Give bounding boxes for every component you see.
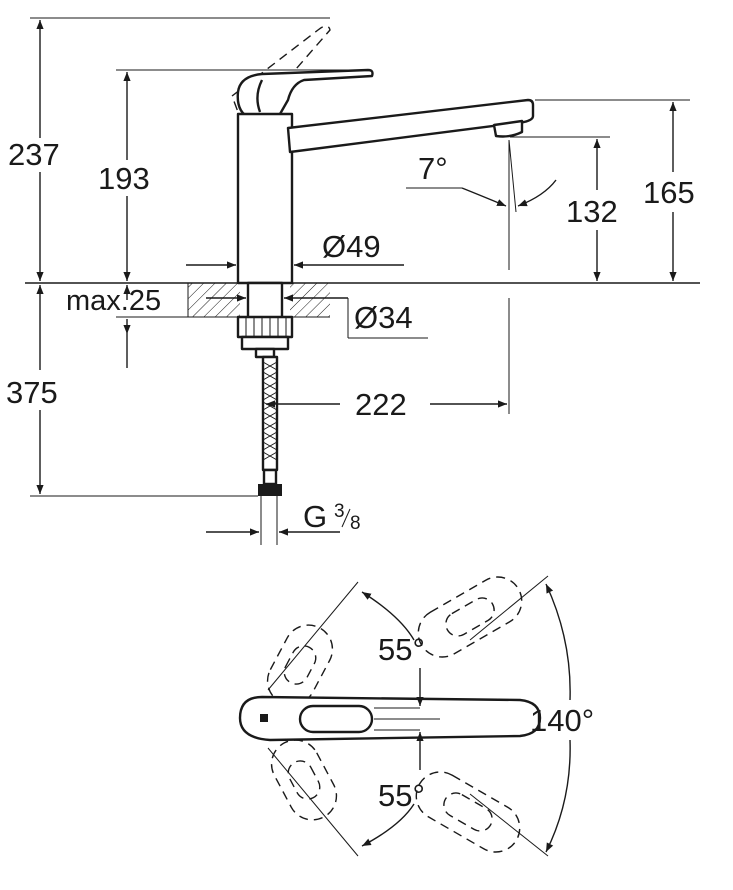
dim-lever-total-angle: 140° xyxy=(530,703,594,738)
dimension-total-height: 237 xyxy=(8,17,330,281)
dimension-lever-angle-lower: 55° xyxy=(361,744,425,847)
mounting-shank xyxy=(236,281,294,359)
dim-spout-angle: 7° xyxy=(418,151,448,186)
countertop-section xyxy=(187,283,330,318)
dimension-mounting-diameter: Ø34 xyxy=(206,294,428,339)
hose-connector xyxy=(258,484,282,496)
braided-hose xyxy=(258,355,282,545)
dimension-lever-angle-upper: 55° xyxy=(361,591,425,694)
dimension-body-diameter: Ø49 xyxy=(186,229,404,269)
lever-ghost-positions xyxy=(266,576,523,853)
dim-spout-reach: 222 xyxy=(355,387,407,422)
dimension-outlet-height: 132 xyxy=(510,136,618,281)
dim-lever-angle-upper: 55° xyxy=(378,632,425,667)
top-view: 55° 55° 140° xyxy=(238,575,594,857)
dim-mounting-diameter: Ø34 xyxy=(354,300,413,335)
side-view: 237 193 165 132 xyxy=(6,17,700,545)
dimension-connection-thread: G 3 8 xyxy=(206,499,361,536)
dim-total-height: 237 xyxy=(8,137,60,172)
dimension-body-height: 193 xyxy=(98,69,368,281)
dim-thread-denominator: 8 xyxy=(350,513,361,534)
dim-body-height: 193 xyxy=(98,161,150,196)
dim-lever-angle-lower: 55° xyxy=(378,778,425,813)
faucet-body xyxy=(236,112,294,285)
spout xyxy=(286,98,535,154)
dim-deck-thickness: max.25 xyxy=(66,285,161,317)
lever-top-center xyxy=(238,695,542,742)
dim-thread-numerator: 3 xyxy=(334,501,345,522)
spout-aerator xyxy=(492,119,524,138)
dimension-spout-height: 165 xyxy=(535,99,695,281)
dimension-hose-length: 375 xyxy=(6,285,258,497)
dim-thread-g: G xyxy=(303,499,327,534)
dimension-spout-reach: 222 xyxy=(266,298,510,422)
dim-body-diameter: Ø49 xyxy=(322,229,381,264)
dim-hose-length: 375 xyxy=(6,375,58,410)
dimension-deck-thickness: max.25 xyxy=(66,285,188,368)
dimension-lever-total-angle: 140° xyxy=(530,583,594,853)
dim-spout-height: 165 xyxy=(643,175,695,210)
dim-outlet-height: 132 xyxy=(566,194,618,229)
dimension-spout-angle: 7° xyxy=(406,139,557,270)
